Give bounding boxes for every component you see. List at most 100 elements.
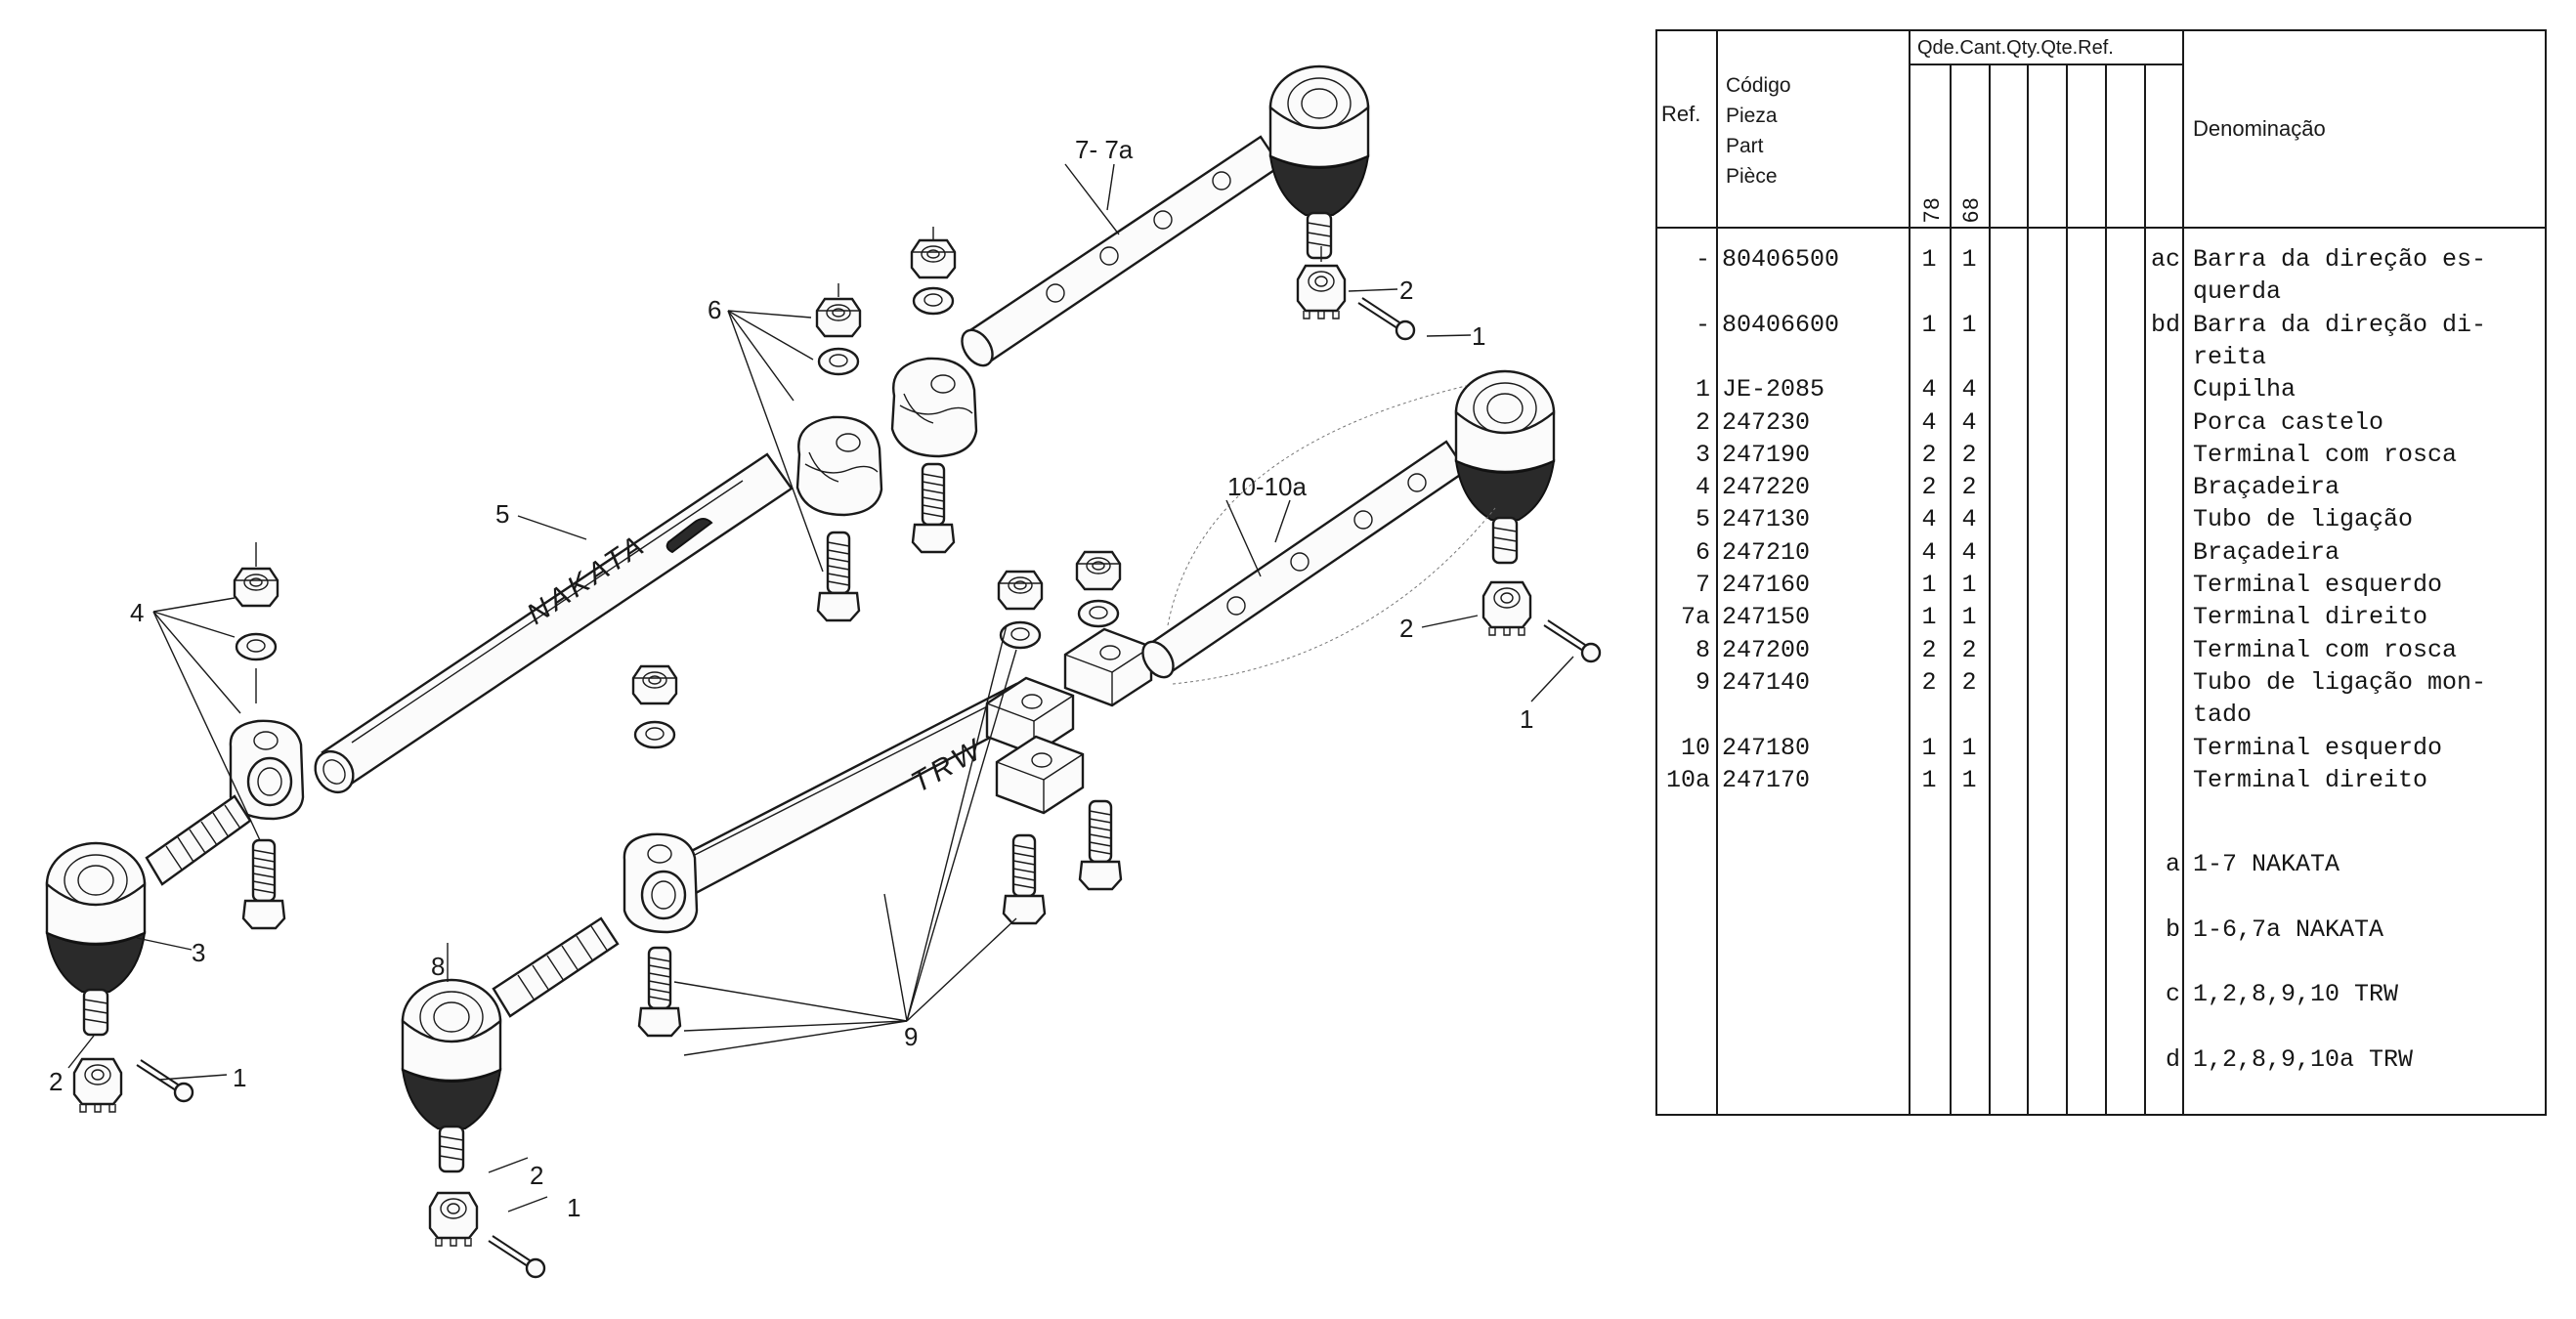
washer-9c [1077,599,1120,628]
column-divider [1909,31,1911,1114]
cell-denomination: tado [2193,701,2253,730]
cell-part-code: 247170 [1722,765,1811,794]
cell-denomination: Barra da direção es- [2193,245,2487,274]
cotter-pin-lower [487,1234,546,1279]
cotter-pin-right [1542,618,1602,663]
bolt-6b [911,462,956,554]
cell-denomination: Braçadeira [2193,473,2340,502]
cell-part-code: 247150 [1722,603,1811,632]
cell-ref-note: bd [2150,310,2180,339]
nut-9a [631,664,678,705]
cell-denomination: querda [2193,277,2282,307]
washer-9a [633,720,676,749]
cell-qty-78: 2 [1921,635,1937,664]
tie-rod-end-7-7a [961,64,1370,367]
washer-4 [235,632,278,661]
label-castle-nut-right: 2 [1399,614,1413,643]
cell-ref: 5 [1695,505,1710,534]
cell-ref: - [1695,310,1710,339]
clamp-6a [795,415,883,517]
cell-denomination: Braçadeira [2193,537,2340,567]
cell-qty-78: 4 [1921,505,1937,534]
cell-qty-68: 4 [1961,505,1977,534]
legend-key: d [2165,1044,2180,1074]
castle-nut-upper [1296,264,1347,320]
nut-4 [233,567,279,608]
cell-qty-78: 2 [1921,440,1937,469]
cell-ref: 4 [1695,473,1710,502]
cell-ref: 2 [1695,407,1710,437]
cell-denomination: Terminal com rosca [2193,440,2458,469]
cell-qty-68: 2 [1961,635,1977,664]
cell-qty-78: 4 [1921,375,1937,404]
cell-ref: 1 [1695,375,1710,404]
parts-list-table: Ref. Código Pieza Part Pièce Qde.Cant.Qt… [1655,29,2547,1116]
cell-qty-68: 1 [1961,765,1977,794]
cell-qty-68: 4 [1961,375,1977,404]
cell-qty-78: 1 [1921,571,1937,599]
legend-key: c [2165,980,2180,1008]
tube-5-nakata [314,452,794,794]
threaded-end-8 [401,916,620,1173]
cotter-pin-left [135,1058,194,1103]
label-tube-9: 9 [904,1022,918,1051]
header-code-line: Código [1726,74,1791,97]
header-code-line: Pièce [1726,165,1778,188]
threaded-end-3 [45,794,252,1037]
cell-part-code: 247130 [1722,505,1811,534]
nut-6b [910,238,957,279]
column-divider [2105,64,2107,1114]
legend-key: b [2165,915,2180,944]
cell-part-code: 247200 [1722,635,1811,664]
cell-denomination: Terminal direito [2193,765,2428,794]
cell-part-code: 247180 [1722,733,1811,762]
bolt-4 [241,838,286,930]
washer-6b [912,286,955,316]
cell-part-code: 247210 [1722,537,1811,567]
label-cotter-pin-left: 1 [233,1063,246,1092]
cell-part-code: JE-2085 [1722,375,1825,404]
cell-denomination: Tubo de ligação [2193,505,2414,534]
cell-qty-78: 1 [1921,310,1937,339]
leader-lines [67,163,1574,1213]
cell-qty-68: 2 [1961,473,1977,502]
cell-qty-68: 1 [1961,310,1977,339]
label-clamp-4: 4 [130,598,144,627]
cell-denomination: Terminal com rosca [2193,635,2458,664]
label-castle-nut-left: 2 [49,1067,63,1096]
cell-qty-68: 1 [1961,571,1977,599]
header-bottom-rule [1657,227,2545,229]
column-divider [2027,64,2029,1114]
cell-qty-78: 2 [1921,667,1937,697]
header-code-line: Part [1726,135,1764,157]
cell-qty-68: 4 [1961,407,1977,437]
clamp-4 [229,719,305,821]
cell-denomination: Barra da direção di- [2193,310,2487,339]
column-divider [2144,64,2146,1114]
column-divider [1716,31,1718,1114]
label-castle-nut-lower: 2 [530,1161,543,1190]
header-qty-group: Qde.Cant.Qty.Qte.Ref. [1917,37,2114,59]
nut-9b [997,570,1044,611]
label-tie-rod-end-7-7a: 7- 7a [1075,135,1134,164]
label-threaded-end-8: 8 [431,952,445,981]
castle-nut-right [1481,580,1532,637]
cell-denomination: Terminal esquerdo [2193,733,2443,762]
cell-qty-68: 4 [1961,537,1977,567]
exploded-tie-rod-diagram: NAKATA [45,64,1602,1279]
label-tube-5: 5 [495,499,509,529]
cell-denomination: Tubo de ligação mon- [2193,667,2487,697]
cell-part-code: 80406500 [1722,245,1840,274]
castle-nut-left [72,1057,123,1114]
label-clamp-6: 6 [708,295,721,324]
label-castle-nut-upper: 2 [1399,276,1413,305]
castle-nut-lower [428,1191,479,1248]
header-code-line: Pieza [1726,105,1778,127]
legend-text: 1,2,8,9,10a TRW [2193,1044,2414,1074]
label-cotter-pin-right: 1 [1520,704,1533,734]
cell-part-code: 80406600 [1722,310,1840,339]
washer-6a [817,347,860,376]
bolt-9b [1002,833,1047,925]
cell-qty-68: 1 [1961,245,1977,274]
label-cotter-pin-lower: 1 [567,1193,580,1222]
